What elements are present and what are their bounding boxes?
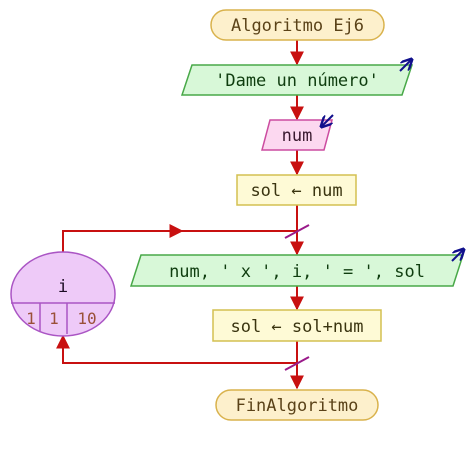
loop-break-mark-bottom bbox=[284, 356, 310, 371]
for-loop-step-value: 1 bbox=[49, 309, 59, 328]
start-terminal-label: Algoritmo Ej6 bbox=[231, 16, 364, 36]
input-block-1-label: num bbox=[282, 126, 313, 146]
for-loop-shape bbox=[10, 251, 116, 337]
input-block-1-shape bbox=[261, 119, 333, 151]
output-block-2: num, ' x ', i, ' = ', sol bbox=[129, 250, 465, 287]
process-block-2-shape bbox=[212, 309, 382, 342]
loop-entry-line bbox=[62, 230, 297, 252]
output-block-1: 'Dame un número' bbox=[180, 60, 414, 96]
arrow-up-right-icon bbox=[399, 60, 411, 72]
output-block-1-label: 'Dame un número' bbox=[215, 71, 379, 91]
arrow-down-left-icon bbox=[322, 114, 334, 126]
end-terminal-label: FinAlgoritmo bbox=[236, 396, 359, 416]
arrow-up-right-icon bbox=[451, 250, 463, 262]
start-terminal: Algoritmo Ej6 bbox=[210, 9, 385, 41]
output-block-1-shape bbox=[180, 64, 414, 96]
output-block-2-label: num, ' x ', i, ' = ', sol bbox=[169, 262, 425, 282]
for-loop-start-value: 1 bbox=[26, 309, 36, 328]
loop-return-line bbox=[56, 334, 297, 364]
process-block-2-label: sol ← sol+num bbox=[230, 317, 363, 337]
process-block-1-label: sol ← num bbox=[250, 181, 342, 201]
start-terminal-shape bbox=[210, 9, 385, 41]
process-block-1: sol ← num bbox=[236, 174, 357, 206]
for-loop-end-value: 10 bbox=[77, 309, 96, 328]
input-block-1: num bbox=[261, 114, 334, 151]
loop-break-mark-top bbox=[284, 224, 310, 239]
process-block-2: sol ← sol+num bbox=[212, 309, 382, 342]
end-terminal: FinAlgoritmo bbox=[215, 389, 379, 421]
end-terminal-shape bbox=[215, 389, 379, 421]
output-block-2-shape bbox=[129, 254, 465, 287]
for-loop-block: i 1 1 10 bbox=[10, 251, 116, 337]
process-block-1-shape bbox=[236, 174, 357, 206]
for-loop-variable: i bbox=[58, 277, 68, 297]
connectors bbox=[56, 40, 304, 390]
